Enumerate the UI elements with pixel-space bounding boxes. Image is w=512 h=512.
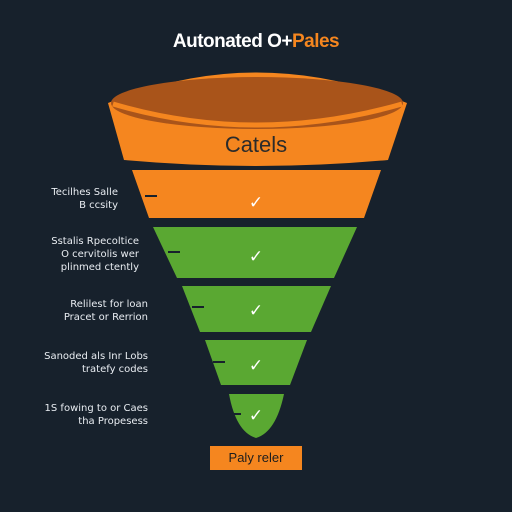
stage-1-label: Tecilhes Salle B ccsity bbox=[51, 187, 118, 211]
stage-4-label: Sanoded als Inr Lobs tratefy codes bbox=[44, 351, 148, 375]
check-icon: ✓ bbox=[249, 356, 263, 376]
check-icon: ✓ bbox=[249, 406, 263, 426]
funnel-stage-1 bbox=[132, 170, 381, 218]
title-part-orange: Pales bbox=[291, 31, 340, 52]
check-icon: ✓ bbox=[249, 301, 263, 321]
funnel-stage-3 bbox=[182, 286, 331, 332]
check-icon: ✓ bbox=[249, 247, 263, 267]
funnel-stage-5 bbox=[229, 394, 284, 438]
title-part-white: Autonated O+ bbox=[172, 31, 293, 52]
funnel-opening bbox=[111, 77, 403, 129]
stage-2-label: Sstalis Rpecoltice O cervitolis wer plin… bbox=[51, 236, 139, 273]
stage-5-label: 1S fowing to or Caes tha Propesess bbox=[44, 403, 148, 427]
funnel-top-label: Catels bbox=[225, 132, 287, 157]
funnel-stage-2 bbox=[153, 227, 357, 278]
check-icon: ✓ bbox=[249, 193, 263, 213]
diagram-title: Autonated O+Pales bbox=[0, 31, 512, 53]
stage-3-label: Relilest for loan Pracet or Rerrion bbox=[63, 299, 148, 323]
cta-button[interactable]: Paly reler bbox=[210, 446, 302, 470]
funnel-stage-4 bbox=[205, 340, 307, 385]
